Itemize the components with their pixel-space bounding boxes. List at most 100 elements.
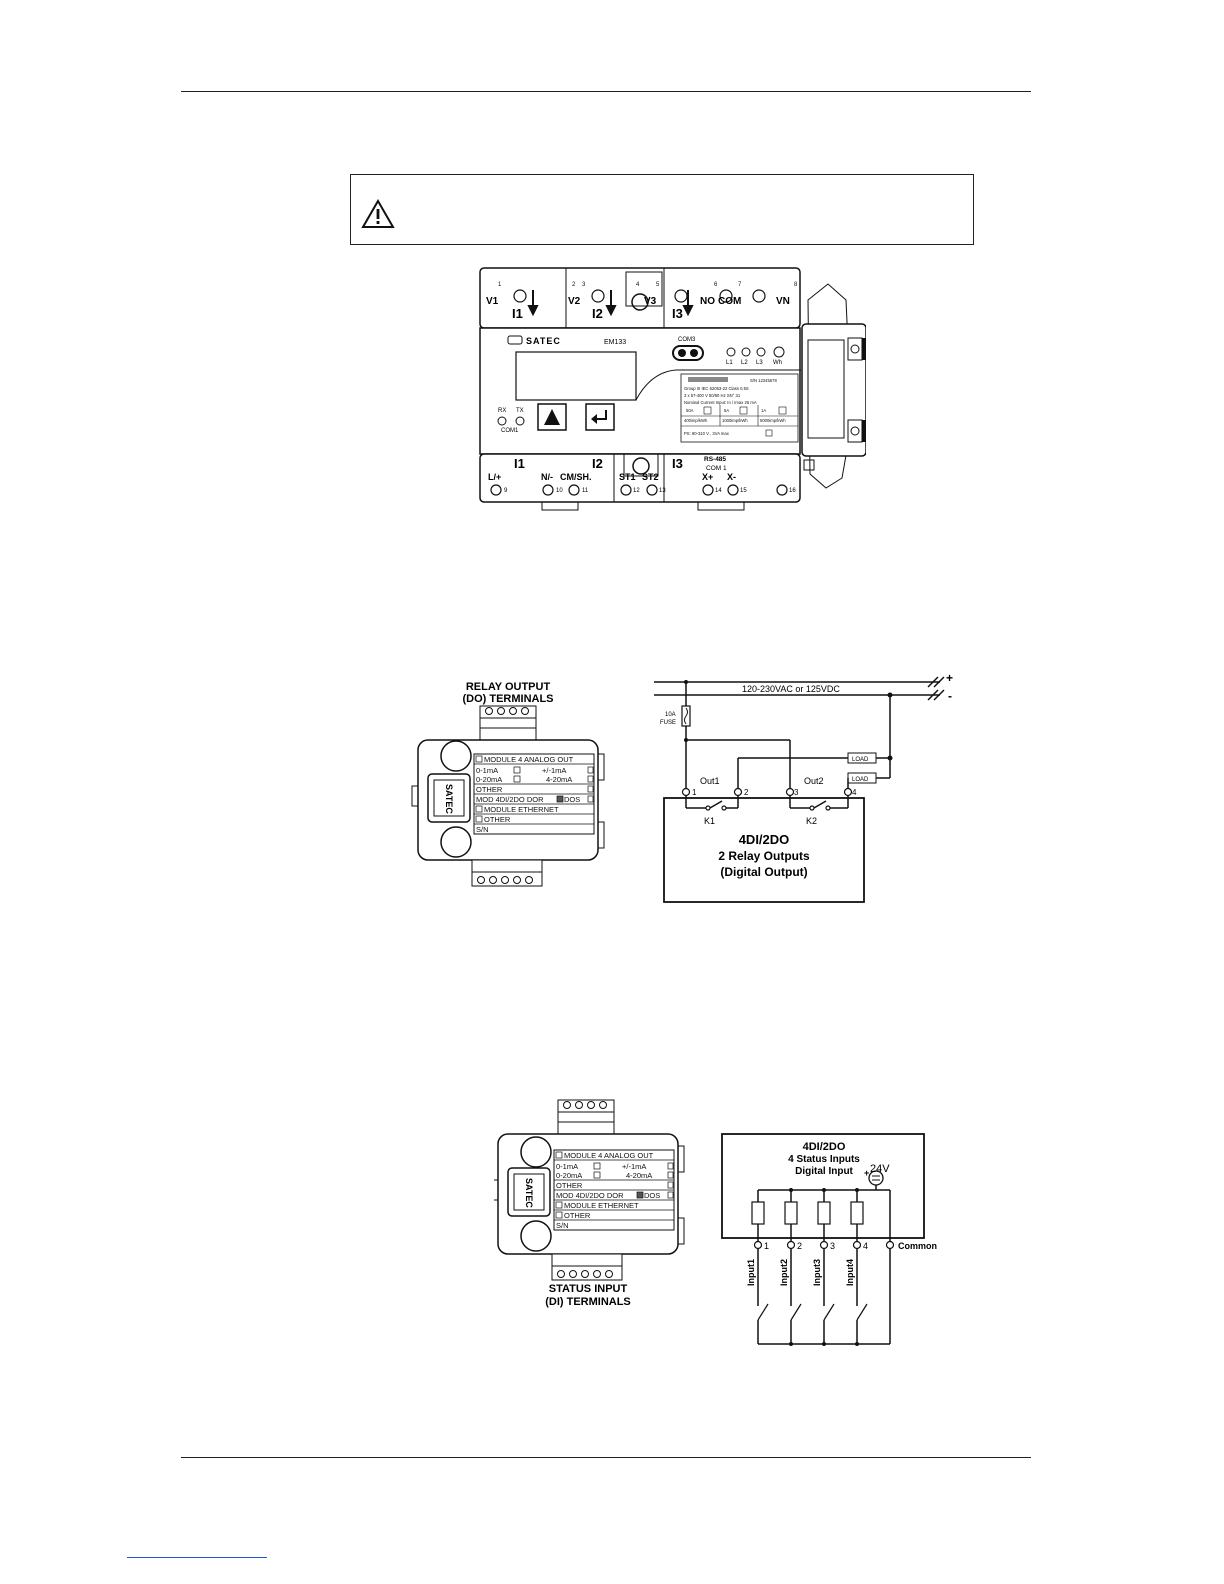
num-5: 5 xyxy=(656,282,660,288)
nameplate-line2: 3 x 57-400 V 50/60 Hz SN° 31 xyxy=(684,393,741,398)
relay-box-line1: 4DI/2DO xyxy=(739,832,790,847)
relay-k2: K2 xyxy=(806,816,817,826)
status-label-mod-dido: MOD 4DI/2DO DOR xyxy=(556,1191,624,1200)
num-14: 14 xyxy=(715,488,722,494)
status-term-1: 1 xyxy=(764,1241,769,1251)
status-caption-line2: (DI) TERMINALS xyxy=(545,1296,631,1308)
relay-term-3: 3 xyxy=(794,788,799,797)
nameplate-rating-5a: 5A xyxy=(724,408,729,413)
num-7: 7 xyxy=(738,282,742,288)
relay-label-dos: DOS xyxy=(564,795,580,804)
label-v3: V3 xyxy=(644,296,657,307)
relay-label-0-20ma: 0-20mA xyxy=(476,775,502,784)
meter-brand: SATEC xyxy=(526,336,561,346)
label-x-minus: X- xyxy=(727,472,736,482)
relay-module: SATEC MODULE 4 ANALOG OUT 0-1mA +/-1mA 0… xyxy=(411,705,605,887)
led-l3: L3 xyxy=(756,360,763,366)
com3-button[interactable] xyxy=(672,345,704,361)
status-input2: Input2 xyxy=(779,1259,789,1286)
nameplate-rating-1a: 1A xyxy=(761,408,766,413)
status-module: SATEC MODULE 4 ANALOG OUT 0-1mA +/-1mA 0… xyxy=(494,1099,685,1281)
relay-output-figure: RELAY OUTPUT (DO) TERMINALS SATEC MODULE… xyxy=(411,674,953,903)
status-input4: Input4 xyxy=(845,1259,855,1286)
label-x-plus: X+ xyxy=(702,472,713,482)
relay-caption-line2: (DO) TERMINALS xyxy=(462,693,553,705)
label-no: NO xyxy=(700,296,715,307)
relay-caption-line1: RELAY OUTPUT xyxy=(466,681,551,693)
status-voltage: 24V xyxy=(870,1163,890,1175)
num-3: 3 xyxy=(582,282,586,288)
relay-term-4: 4 xyxy=(852,788,857,797)
status-input1: Input1 xyxy=(746,1259,756,1286)
num-4: 4 xyxy=(636,282,640,288)
status-label-0-1ma: 0-1mA xyxy=(556,1162,578,1171)
status-label-analog: MODULE 4 ANALOG OUT xyxy=(564,1151,654,1160)
relay-load-2: LOAD xyxy=(852,777,869,783)
label-vn: VN xyxy=(776,296,790,307)
relay-plus: + xyxy=(946,674,953,685)
status-wiring-diagram xyxy=(721,1133,925,1345)
com1-small-label: COM1 xyxy=(501,428,519,434)
status-plus-sign: + xyxy=(864,1168,869,1178)
num-11: 11 xyxy=(582,488,589,494)
status-box-line2: 4 Status Inputs xyxy=(788,1154,860,1165)
warning-box xyxy=(350,174,974,245)
nameplate-pulse-2: 1000imp/kWh xyxy=(722,418,748,423)
num-9: 9 xyxy=(504,488,508,494)
status-label-sn: S/N xyxy=(556,1221,569,1230)
label-st1: ST1 xyxy=(619,472,636,482)
status-input-figure: SATEC MODULE 4 ANALOG OUT 0-1mA +/-1mA 0… xyxy=(494,1099,937,1346)
footer-link-underline[interactable] xyxy=(127,1557,267,1558)
relay-module-brand: SATEC xyxy=(444,784,454,814)
nameplate-serial: S/N 12345678 xyxy=(750,378,777,383)
label-i2-bottom: I2 xyxy=(592,456,603,471)
com3-label: COM3 xyxy=(678,337,696,343)
label-cm-sh: CM/SH. xyxy=(560,472,592,482)
led-l1: L1 xyxy=(726,360,733,366)
relay-box-line2: 2 Relay Outputs xyxy=(718,849,810,863)
label-v1: V1 xyxy=(486,296,499,307)
label-l-plus: L/+ xyxy=(488,472,501,482)
label-i3-bottom: I3 xyxy=(672,456,683,471)
label-v2: V2 xyxy=(568,296,581,307)
enter-button[interactable] xyxy=(585,403,615,431)
label-n-minus: N/- xyxy=(541,472,553,482)
relay-label-other2: OTHER xyxy=(484,815,511,824)
rx-label: RX xyxy=(498,408,506,414)
status-label-eth: MODULE ETHERNET xyxy=(564,1201,639,1210)
num-10: 10 xyxy=(556,488,563,494)
num-2: 2 xyxy=(572,282,576,288)
led-l2: L2 xyxy=(741,360,748,366)
status-common: Common xyxy=(898,1241,937,1251)
led-wh: Wh xyxy=(773,360,782,366)
relay-load-1: LOAD xyxy=(852,757,869,763)
relay-minus: - xyxy=(948,689,952,703)
nameplate-pulse-1: 400imp/kWh xyxy=(684,418,708,423)
status-input3: Input3 xyxy=(812,1259,822,1286)
status-box-line1: 4DI/2DO xyxy=(803,1141,846,1153)
nameplate-line1: Group III IEC 62053-22 Class 0.5S xyxy=(684,386,749,391)
status-module-brand: SATEC xyxy=(524,1178,534,1208)
status-label-other2: OTHER xyxy=(564,1211,591,1220)
status-label-other: OTHER xyxy=(556,1181,583,1190)
relay-term-1: 1 xyxy=(692,788,697,797)
relay-out1: Out1 xyxy=(700,776,720,786)
rs485-label: RS-485 xyxy=(704,456,726,463)
status-box-line3: Digital Input xyxy=(795,1166,853,1177)
label-st2: ST2 xyxy=(642,472,659,482)
nameplate-rating-50a: 50A xyxy=(686,408,694,413)
relay-label-analog: MODULE 4 ANALOG OUT xyxy=(484,755,574,764)
warning-triangle-icon xyxy=(361,199,395,228)
relay-label-sn: S/N xyxy=(476,825,489,834)
label-com: COM xyxy=(718,296,741,307)
relay-term-2: 2 xyxy=(744,788,749,797)
num-16: 16 xyxy=(789,488,796,494)
label-i3-top: I3 xyxy=(672,306,683,321)
status-term-4: 4 xyxy=(863,1241,868,1251)
relay-box-line3: (Digital Output) xyxy=(720,865,807,879)
label-i1-top: I1 xyxy=(512,306,523,321)
label-i1-bottom: I1 xyxy=(514,456,525,471)
relay-supply-label: 120-230VAC or 125VDC xyxy=(742,684,840,694)
meter-model: EM133 xyxy=(604,339,626,346)
nameplate-power: PS: 90-310 V , 3VA max xyxy=(684,431,730,436)
